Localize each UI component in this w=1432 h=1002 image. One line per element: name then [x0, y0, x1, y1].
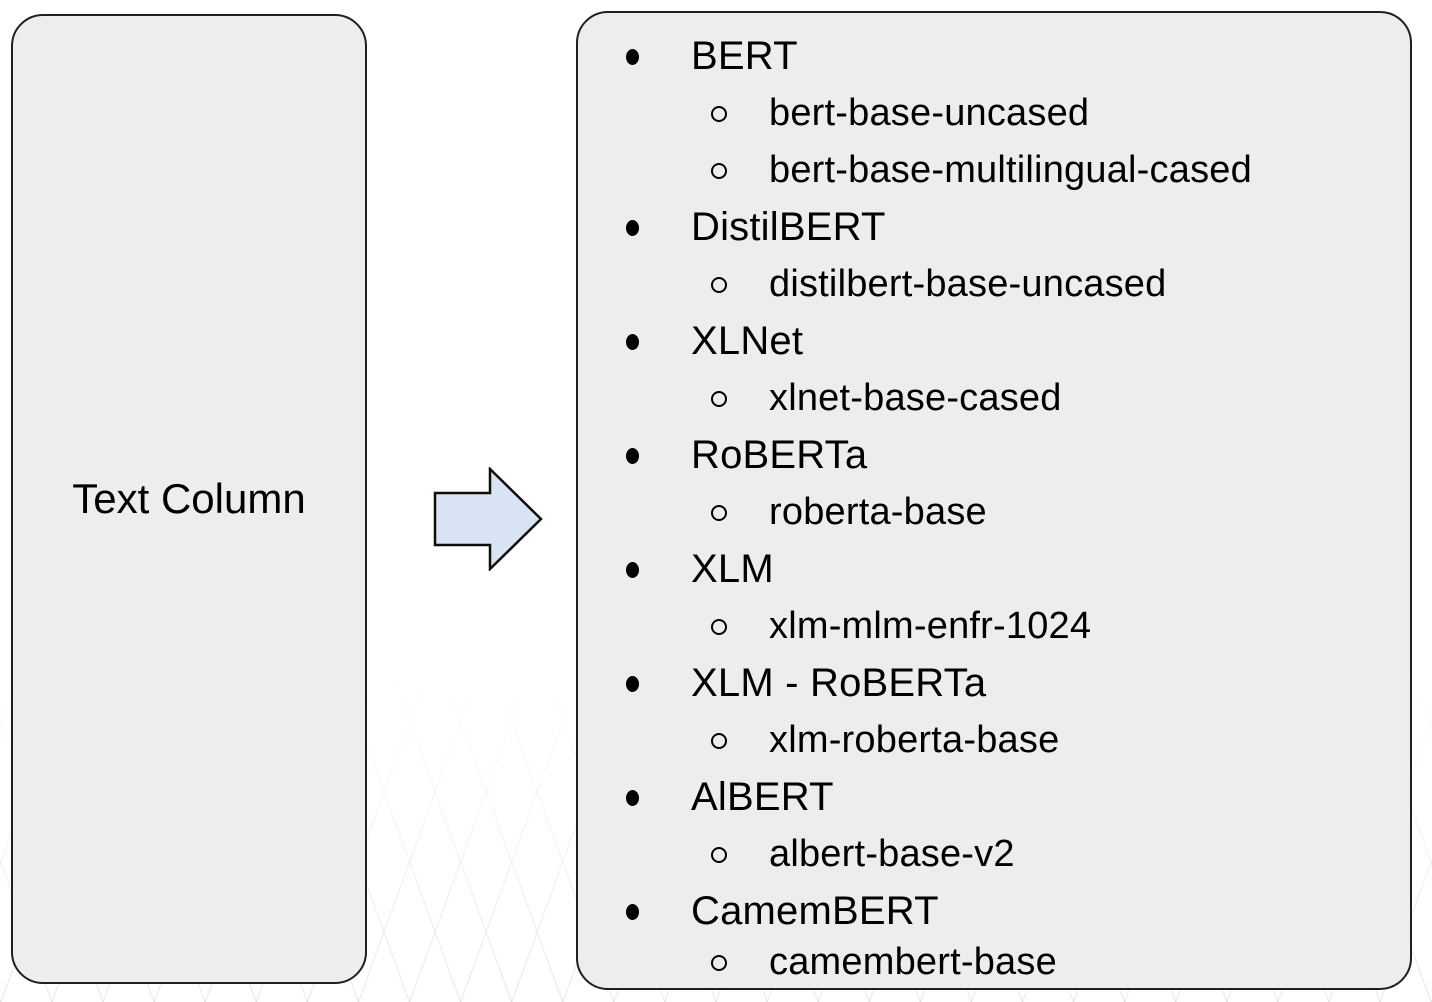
model-name: DistilBERT	[691, 205, 886, 249]
bullet-circle-icon	[711, 846, 727, 863]
bullet-circle-icon	[711, 276, 727, 293]
checkpoint-name: bert-base-multilingual-cased	[769, 149, 1252, 191]
model-item: XLNet	[578, 313, 1410, 370]
model-item: DistilBERT	[578, 199, 1410, 256]
right-arrow-icon	[433, 467, 543, 571]
checkpoint-name: xlnet-base-cased	[769, 377, 1062, 419]
checkpoint-item: bert-base-uncased	[578, 85, 1410, 142]
bullet-dot-icon	[626, 219, 639, 236]
model-item: RoBERTa	[578, 427, 1410, 484]
bullet-circle-icon	[711, 504, 727, 521]
model-item: XLM - RoBERTa	[578, 655, 1410, 712]
bullet-circle-icon	[711, 954, 727, 971]
model-name: XLM - RoBERTa	[691, 661, 987, 705]
checkpoint-item: roberta-base	[578, 484, 1410, 541]
bullet-dot-icon	[626, 447, 639, 464]
checkpoint-name: xlm-roberta-base	[769, 719, 1060, 761]
checkpoint-item: albert-base-v2	[578, 826, 1410, 883]
model-item: CamemBERT	[578, 883, 1410, 940]
checkpoint-name: camembert-base	[769, 941, 1057, 983]
checkpoint-item: xlnet-base-cased	[578, 370, 1410, 427]
checkpoint-name: distilbert-base-uncased	[769, 263, 1167, 305]
model-item: BERT	[578, 28, 1410, 85]
model-name: CamemBERT	[691, 889, 939, 933]
checkpoint-item: xlm-roberta-base	[578, 712, 1410, 769]
checkpoint-item: distilbert-base-uncased	[578, 256, 1410, 313]
bullet-circle-icon	[711, 162, 727, 179]
model-name: BERT	[691, 34, 798, 78]
bullet-dot-icon	[626, 333, 639, 350]
model-list: BERT bert-base-uncased bert-base-multiling…	[578, 28, 1410, 985]
text-column-box: Text Column	[11, 14, 367, 984]
model-name: XLNet	[691, 319, 804, 363]
checkpoint-name: roberta-base	[769, 491, 987, 533]
checkpoint-name: xlm-mlm-enfr-1024	[769, 605, 1092, 647]
bullet-dot-icon	[626, 675, 639, 692]
bullet-dot-icon	[626, 48, 639, 65]
text-column-label: Text Column	[72, 475, 306, 522]
bullet-dot-icon	[626, 903, 639, 920]
bullet-dot-icon	[626, 561, 639, 578]
model-name: XLM	[691, 547, 774, 591]
model-name: RoBERTa	[691, 433, 868, 477]
model-name: AlBERT	[691, 775, 834, 819]
bullet-circle-icon	[711, 618, 727, 635]
model-item: AlBERT	[578, 769, 1410, 826]
bullet-circle-icon	[711, 390, 727, 407]
checkpoint-name: bert-base-uncased	[769, 92, 1090, 134]
model-list-box: BERT bert-base-uncased bert-base-multiling…	[576, 11, 1412, 990]
checkpoint-item: bert-base-multilingual-cased	[578, 142, 1410, 199]
checkpoint-name: albert-base-v2	[769, 833, 1015, 875]
checkpoint-item: xlm-mlm-enfr-1024	[578, 598, 1410, 655]
bullet-circle-icon	[711, 105, 727, 122]
model-item: XLM	[578, 541, 1410, 598]
checkpoint-item: camembert-base	[578, 940, 1410, 985]
bullet-circle-icon	[711, 732, 727, 749]
bullet-dot-icon	[626, 789, 639, 806]
